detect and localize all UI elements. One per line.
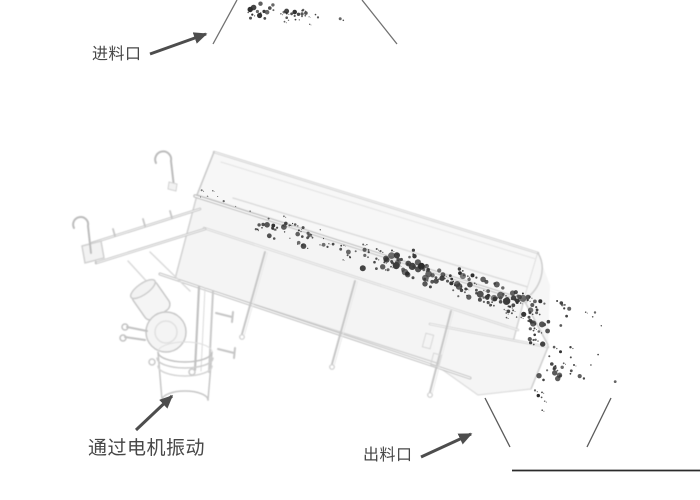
feed-inlet-arrow — [149, 32, 208, 56]
motor-vibration-label: 通过电机振动 — [88, 438, 206, 459]
feed-funnel-lines — [212, 0, 398, 45]
material-particles — [200, 1, 617, 412]
discharge-funnel-lines — [484, 397, 612, 448]
annotation-arrows — [134, 32, 473, 459]
feeder-machine-drawing — [72, 150, 550, 401]
discharge-outlet-arrow — [420, 432, 473, 459]
motor-vibration-arrow — [134, 394, 174, 432]
feed-inlet-label: 进料口 — [92, 46, 142, 63]
discharge-outlet-label: 出料口 — [363, 447, 413, 464]
